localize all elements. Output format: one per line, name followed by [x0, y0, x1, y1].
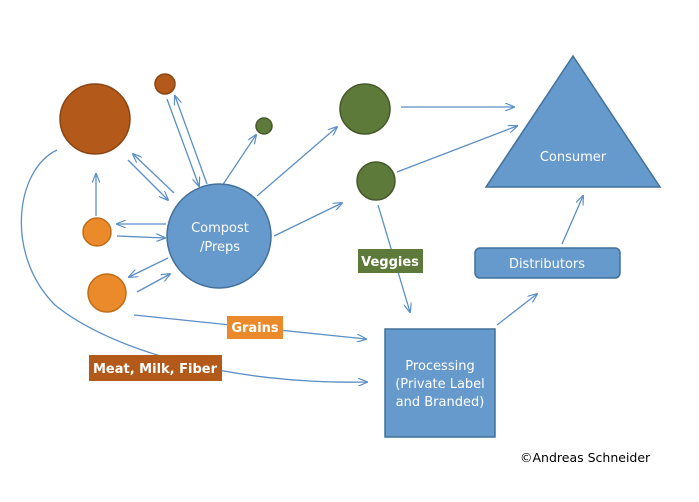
arrow-compost-to-olive-small: [221, 135, 256, 187]
meat-label: Meat, Milk, Fiber: [93, 362, 218, 377]
compost-node: Compost /Preps: [166, 183, 272, 289]
arrow-compost-to-olive-mid: [273, 203, 342, 237]
grains-label: Grains: [231, 321, 279, 336]
arrow-compost-to-brown-large: [133, 154, 175, 194]
processing-label-line2: (Private Label: [395, 377, 485, 392]
arrow-compost-to-olive-top: [256, 127, 337, 197]
arrow-compost-to-brown-small: [175, 96, 208, 185]
olive-circle-top: [339, 83, 391, 135]
veggies-label: Veggies: [361, 255, 419, 270]
arrow-brown-small-to-compost: [166, 98, 199, 186]
olive-circle-mid: [356, 161, 396, 201]
arrow-meat-to-processing: [20, 149, 367, 382]
consumer-node: Consumer: [484, 54, 662, 188]
arrow-orange-large-to-compost: [136, 274, 170, 293]
arrow-distributors-to-consumer: [561, 196, 583, 245]
consumer-label: Consumer: [540, 150, 607, 165]
orange-circle-small: [82, 217, 112, 247]
orange-circle-large: [87, 273, 127, 313]
olive-circle-small: [255, 117, 273, 135]
distributors-node: Distributors: [474, 247, 621, 279]
brown-circle-small: [154, 73, 176, 95]
arrow-processing-to-distributors: [496, 294, 537, 326]
processing-label-line3: and Branded): [396, 395, 485, 410]
arrow-compost-to-orange-large: [129, 257, 169, 277]
brown-circle-large: [59, 83, 131, 155]
copyright-text: ©Andreas Schneider: [520, 450, 651, 465]
distributors-label: Distributors: [509, 257, 585, 272]
compost-label-line1: Compost: [191, 221, 249, 236]
compost-label-line2: /Preps: [200, 240, 240, 255]
veggies-tag: Veggies: [358, 249, 423, 273]
arrow-brown-large-to-compost: [127, 159, 168, 200]
processing-node: Processing (Private Label and Branded): [384, 328, 496, 438]
connector-arrows: [20, 96, 583, 382]
arrow-olive-mid-to-consumer: [396, 126, 517, 173]
arrow-orange-small-to-compost: [116, 236, 165, 238]
processing-label-line1: Processing: [405, 359, 474, 374]
grains-tag: Grains: [227, 316, 283, 339]
meat-tag: Meat, Milk, Fiber: [89, 355, 222, 381]
